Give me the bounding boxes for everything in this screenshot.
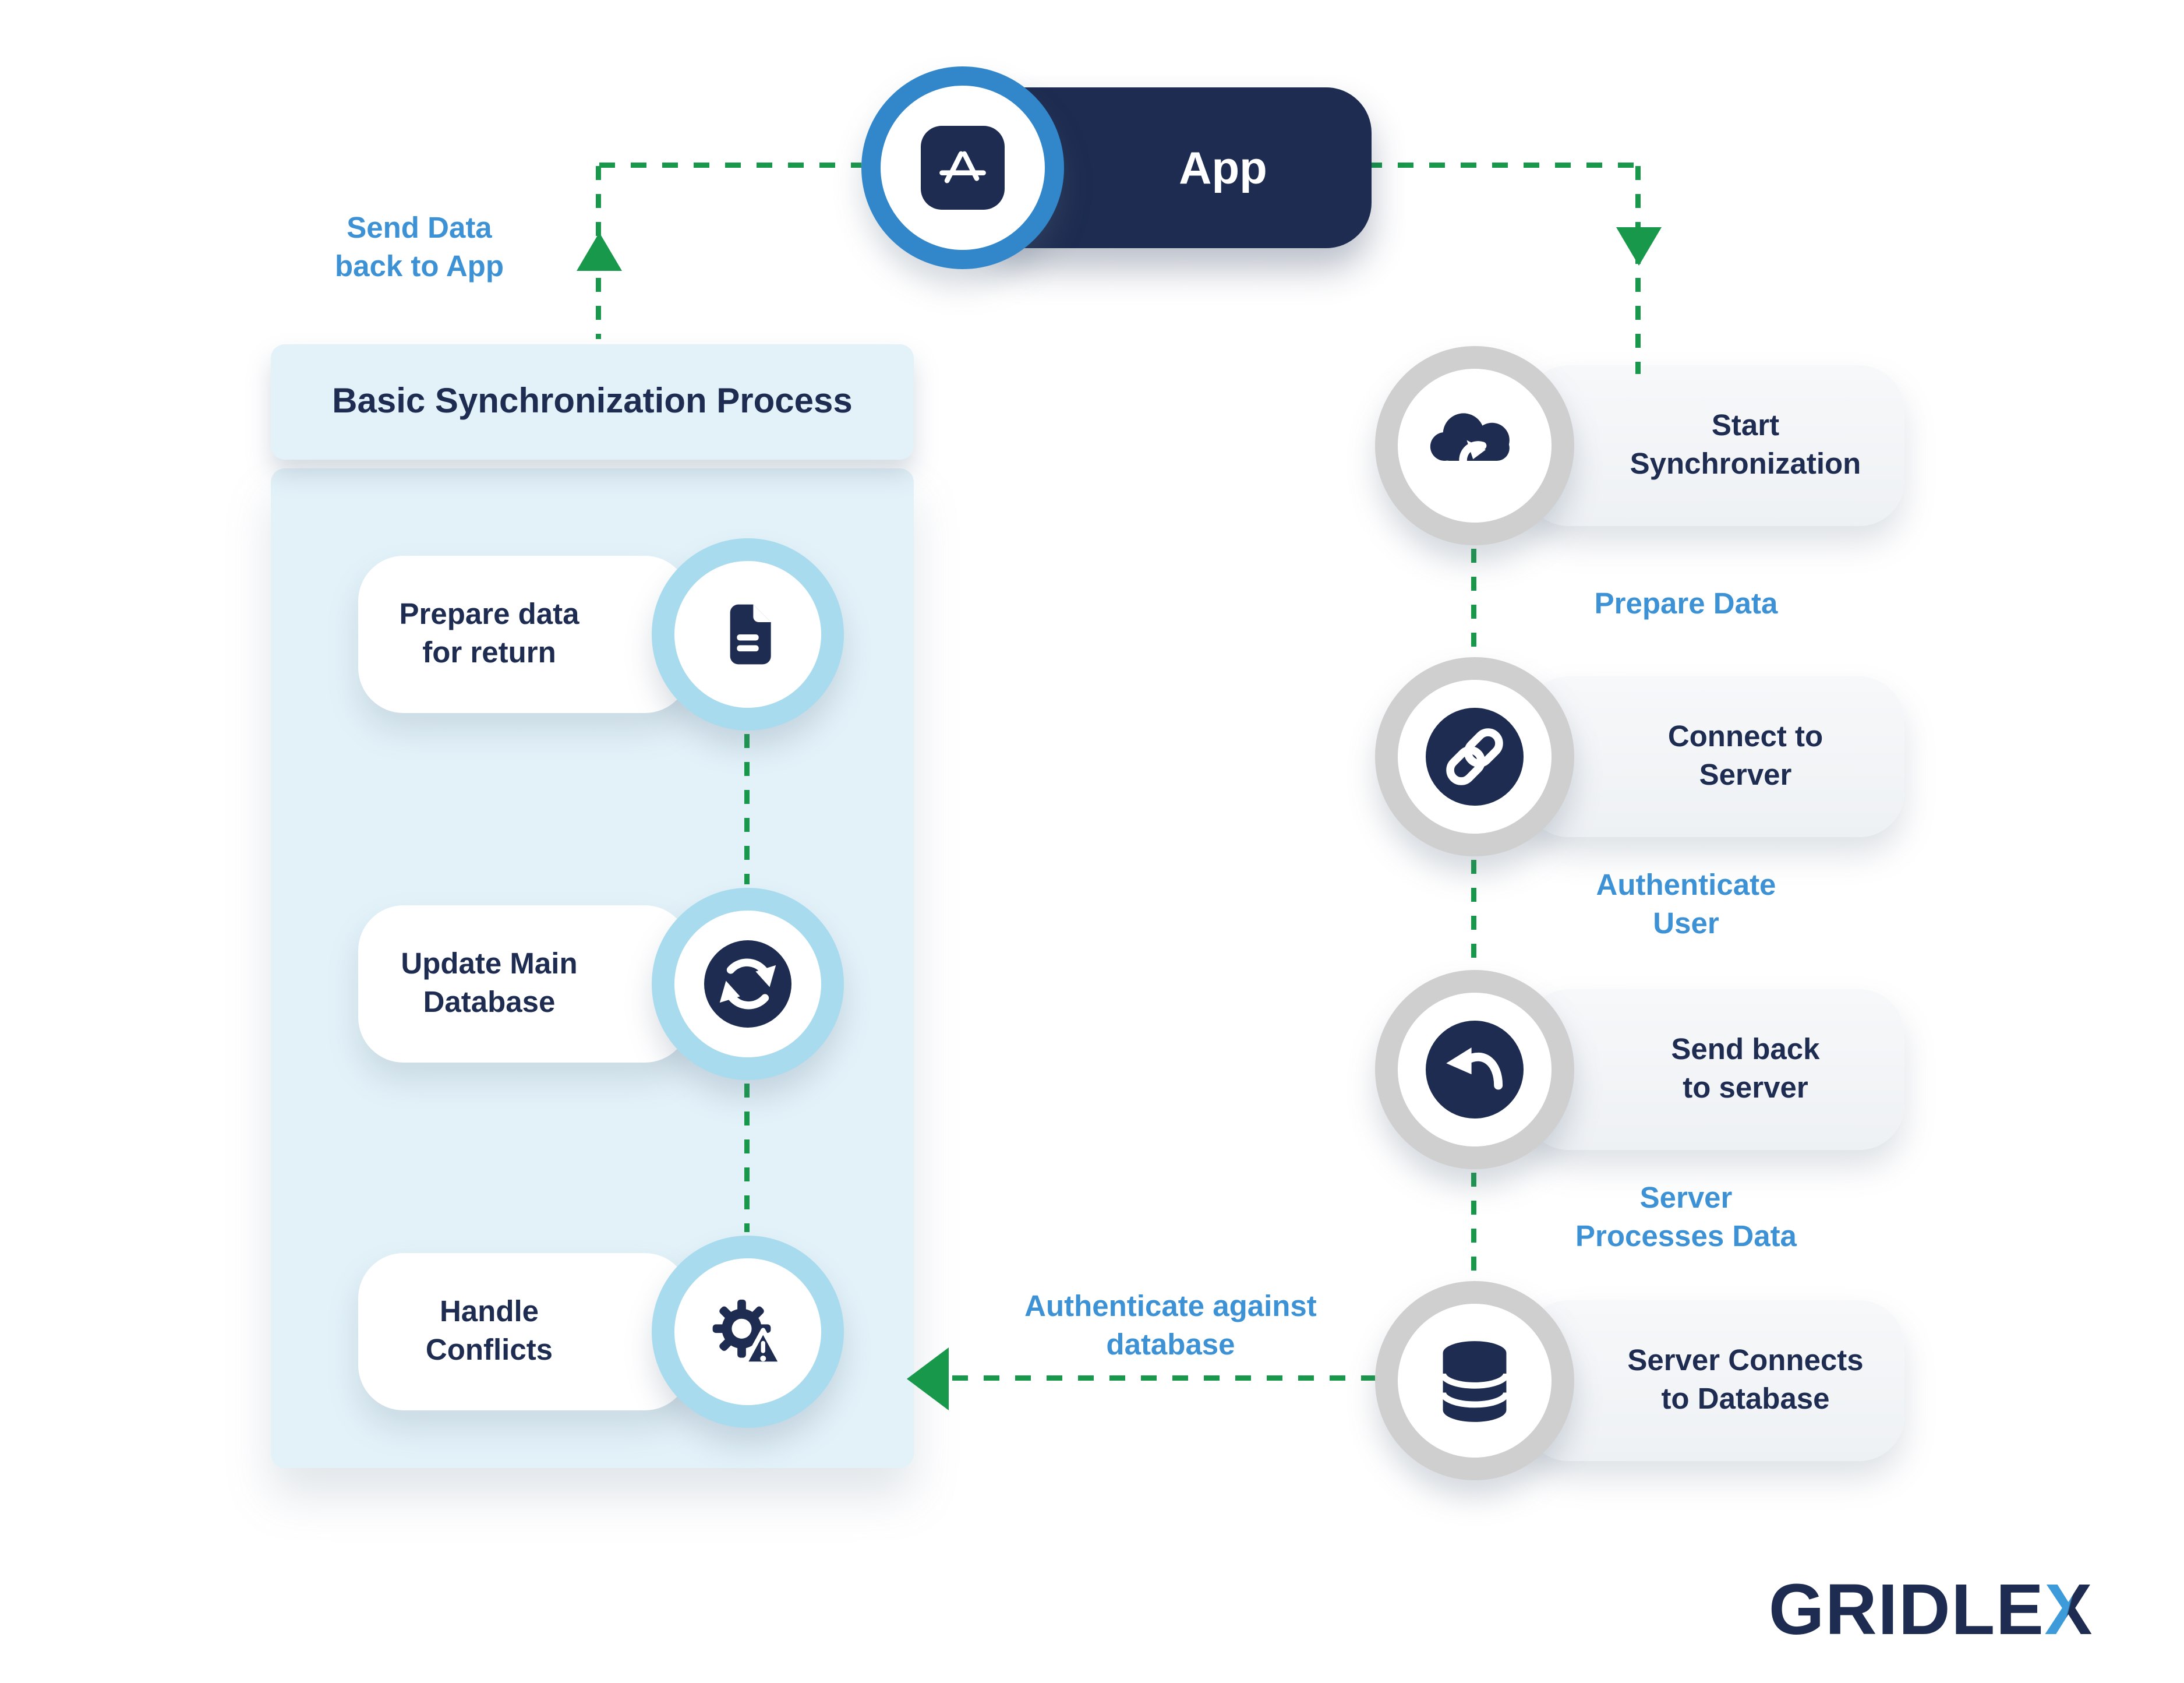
flow-label-line: database	[1106, 1328, 1235, 1362]
flow-label-line: Send Data	[347, 211, 492, 245]
step-label-line: to server	[1683, 1071, 1808, 1105]
flow-label-line: Authenticate against	[1024, 1290, 1317, 1323]
step-badge-server-database	[1375, 1281, 1574, 1480]
app-store-icon	[921, 126, 1005, 210]
step-label-line: to Database	[1661, 1382, 1830, 1416]
connector-panel-to-app-horizontal	[599, 163, 861, 168]
link-glyph	[1446, 728, 1503, 785]
link-icon	[1426, 708, 1524, 806]
flow-label-line: Prepare Data	[1594, 587, 1778, 620]
step-label-line: Server	[1699, 758, 1792, 792]
connector-start-to-connect	[1471, 549, 1476, 654]
panel-title: Basic Synchronization Process	[332, 382, 853, 421]
app-label: App	[1179, 140, 1267, 193]
step-badge-start-sync	[1375, 346, 1574, 545]
gear-warning-icon	[712, 1299, 784, 1367]
flow-label-authenticate-user: Authenticate User	[1476, 867, 1896, 944]
connector-prepare-to-update	[744, 734, 750, 884]
step-label-line: Start	[1711, 408, 1780, 442]
step-card-server-connects-database: Server Connects to Database	[1524, 1300, 1904, 1461]
arrowhead-left-to-panel	[907, 1347, 949, 1410]
flow-label-line: back to App	[335, 250, 504, 284]
flow-label-line: Processes Data	[1575, 1220, 1797, 1254]
step-label-line: Prepare data	[399, 597, 579, 631]
gridlex-logo: GRIDLEX	[1769, 1569, 2093, 1652]
app-icon-badge	[861, 66, 1064, 269]
step-label-line: Send back	[1671, 1032, 1820, 1066]
step-badge-prepare-data	[652, 538, 844, 731]
flow-label-authenticate-db: Authenticate against database	[943, 1288, 1398, 1366]
step-card-connect-to-server: Connect to Server	[1524, 676, 1904, 837]
connector-app-to-start-vertical	[1635, 166, 1641, 374]
step-label-line: Database	[423, 986, 556, 1019]
connector-app-to-start-horizontal	[1366, 163, 1637, 168]
step-label-line: Handle	[439, 1294, 539, 1328]
connector-connect-to-sendback	[1471, 860, 1476, 966]
cloud-sync-icon	[1430, 412, 1510, 478]
step-card-send-back-to-server: Send back to server	[1524, 989, 1904, 1150]
flow-label-prepare-data: Prepare Data	[1476, 585, 1896, 624]
step-label-line: Update Main	[401, 947, 578, 980]
step-card-prepare-data-return: Prepare data for return	[358, 556, 690, 713]
step-badge-handle-conflicts	[652, 1236, 844, 1428]
step-card-update-main-database: Update Main Database	[358, 905, 690, 1063]
step-card-handle-conflicts: Handle Conflicts	[358, 1253, 690, 1410]
connector-database-to-panel	[952, 1375, 1375, 1381]
flow-label-line: User	[1653, 907, 1719, 941]
reply-arrow-icon	[1426, 1021, 1524, 1119]
database-icon	[1440, 1340, 1510, 1421]
logo-text: GRIDLE	[1768, 1569, 2045, 1650]
arrowhead-up-to-app	[577, 232, 622, 271]
flow-label-line: Authenticate	[1596, 869, 1776, 902]
step-label-line: Connect to	[1667, 719, 1823, 753]
flow-label-server-processes: Server Processes Data	[1476, 1180, 1896, 1257]
document-icon	[730, 604, 771, 665]
flow-label-send-data-back: Send Data back to App	[245, 210, 594, 287]
flow-label-line: Server	[1639, 1181, 1733, 1215]
step-label-line: Server Connects	[1627, 1343, 1864, 1377]
sync-arrows-icon	[704, 940, 791, 1028]
app-store-glyph	[939, 151, 986, 184]
step-label-line: Conflicts	[425, 1333, 553, 1367]
reply-arrow-glyph	[1446, 1047, 1503, 1090]
arrowhead-down-to-start	[1616, 227, 1662, 266]
step-badge-connect-server	[1375, 657, 1574, 856]
logo-accent-x: X	[2044, 1569, 2093, 1650]
step-label-line: Synchronization	[1630, 447, 1861, 481]
connector-update-to-conflicts	[744, 1084, 750, 1232]
panel-header: Basic Synchronization Process	[271, 344, 914, 460]
step-card-start-synchronization: Start Synchronization	[1524, 365, 1904, 526]
step-label-line: for return	[422, 636, 556, 669]
connector-sendback-to-server	[1471, 1173, 1476, 1278]
step-badge-update-database	[652, 888, 844, 1080]
step-badge-send-back	[1375, 970, 1574, 1169]
